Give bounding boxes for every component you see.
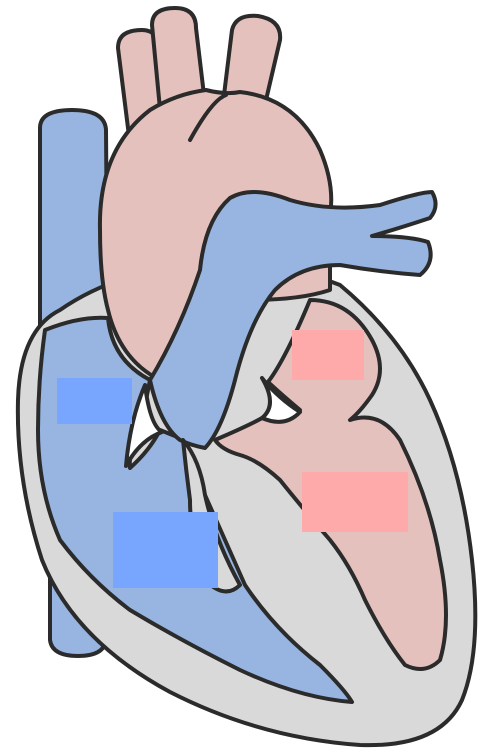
right-atrium-label-box[interactable] [57,378,132,424]
aortic-branch-right [224,16,280,100]
left-atrium-label-box[interactable] [292,330,364,380]
right-ventricle-label-box[interactable] [113,512,218,588]
left-ventricle-label-box[interactable] [302,472,408,532]
